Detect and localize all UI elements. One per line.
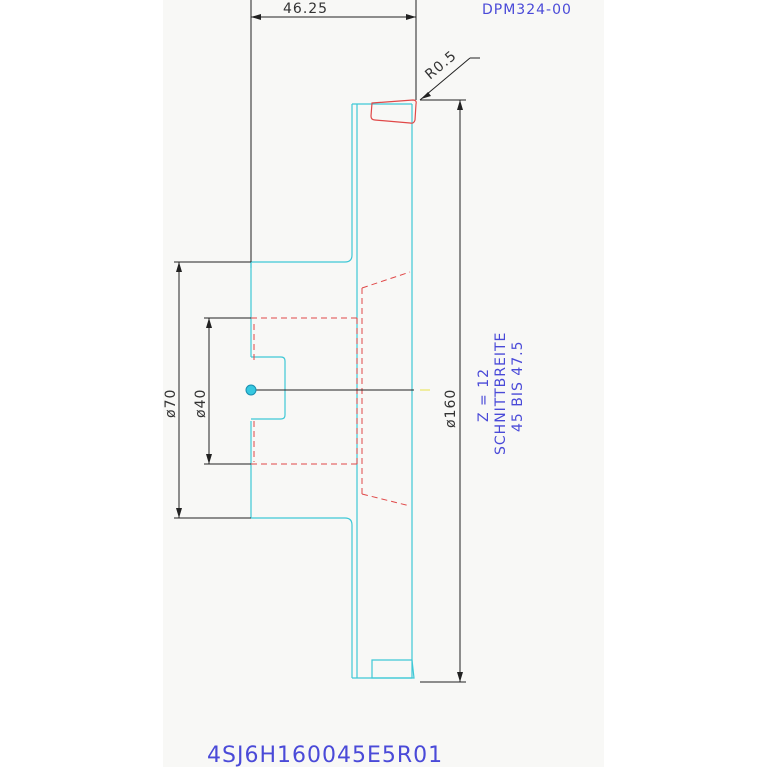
drawing-reference: DPM324-00 [482,2,572,18]
width-dimension-label: 46.25 [283,1,328,17]
teeth-count-note: Z = 12 [476,368,492,422]
outer-diameter-label: ø160 [443,389,459,428]
hub-diameter-label: ø70 [163,389,179,418]
top-tooth [370,99,417,124]
part-number: 4SJ6H160045E5R01 [207,743,443,767]
cut-width-range: 45 BIS 47.5 [510,340,526,432]
drawing-panel [163,0,604,767]
hidden-lines [251,271,411,507]
dimension-lines [174,0,480,683]
bore-diameter-label: ø40 [193,389,209,418]
dimension-arrows [176,14,463,682]
cut-width-label: SCHNITTBREITE [493,332,509,455]
center-point [245,384,257,396]
part-outline [250,103,415,679]
